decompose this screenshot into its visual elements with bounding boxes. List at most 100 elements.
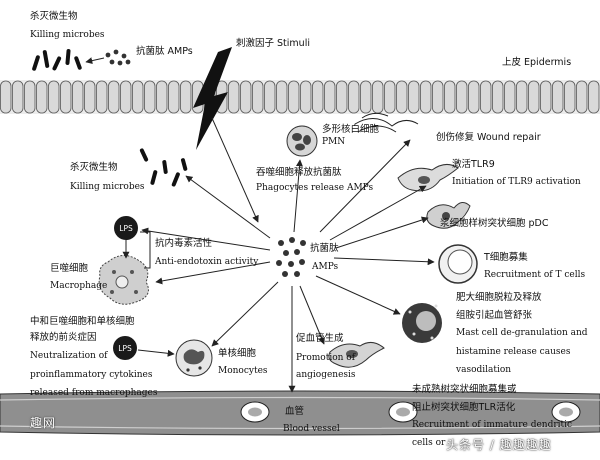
epidermis-cell bbox=[516, 80, 528, 114]
neutralization-en-line3: released from macrophages bbox=[30, 388, 158, 398]
arrow-center-to-pdc bbox=[335, 216, 429, 249]
epidermis-cell bbox=[156, 80, 168, 114]
lps-bottom-badge: LPS bbox=[113, 336, 137, 360]
macrophage-icon bbox=[98, 255, 149, 305]
red-blood-cell-2 bbox=[388, 401, 418, 423]
epidermis-cell bbox=[240, 80, 252, 114]
epidermis-cell bbox=[72, 80, 84, 114]
lightning-stimuli-icon bbox=[193, 47, 232, 150]
watermark-left: 趣网 bbox=[30, 416, 57, 430]
arrow-center-to-microbes bbox=[185, 175, 271, 239]
tcell-zh-label: T细胞募集 bbox=[484, 252, 528, 263]
tlr9-en-label: Initiation of TLR9 activation bbox=[452, 177, 581, 187]
blood-vessel-zh-label: 血管 bbox=[285, 406, 305, 417]
immature-dc-zh-line1: 未成熟树突状细胞募集或 bbox=[412, 384, 517, 395]
amp-dots-top-icon bbox=[105, 49, 131, 66]
arrow-amps-to-microbes-top bbox=[85, 57, 105, 65]
epidermis-cell bbox=[180, 80, 192, 114]
center-amps-zh-label: 抗菌肽 bbox=[310, 243, 339, 254]
epidermis-cell bbox=[312, 80, 324, 114]
epidermis-cell bbox=[168, 80, 180, 114]
arrow-center-to-tcell bbox=[333, 257, 435, 266]
immature-dc-zh-line2: 阻止树突状细胞TLR活化 bbox=[412, 402, 516, 413]
neutralization-en-line1: Neutralization of bbox=[30, 351, 108, 361]
arrow-center-to-angio bbox=[299, 285, 325, 345]
epidermis-cell bbox=[348, 80, 360, 114]
wound-repair-label: 创伤修复 Wound repair bbox=[436, 132, 541, 143]
epidermis-cell bbox=[384, 80, 396, 114]
macrophage-zh-label: 巨噬细胞 bbox=[50, 263, 89, 274]
monocyte-icon bbox=[175, 339, 213, 377]
blood-vessel-en-label: Blood vessel bbox=[283, 424, 340, 434]
epidermis-cell bbox=[576, 80, 588, 114]
epidermis-cell bbox=[432, 80, 444, 114]
arrow-anti-endotoxin-bracket bbox=[140, 231, 151, 269]
t-cell-icon bbox=[438, 244, 478, 284]
epidermis-cell bbox=[360, 80, 372, 114]
epidermis-cell bbox=[396, 80, 408, 114]
anti-endotoxin-en-label: Anti-endotoxin activity bbox=[155, 257, 259, 267]
epidermis-cell bbox=[504, 80, 516, 114]
macrophage-en-label: Macrophage bbox=[50, 281, 108, 291]
epidermis-cell bbox=[456, 80, 468, 114]
mast-cell-icon bbox=[402, 303, 442, 343]
epidermis-cell bbox=[36, 80, 48, 114]
epidermis-cell bbox=[144, 80, 156, 114]
kill-top-zh-label: 杀灭微生物 bbox=[30, 11, 78, 22]
epidermis-cell bbox=[24, 80, 36, 114]
epidermis-cell bbox=[420, 80, 432, 114]
tcell-en-label: Recruitment of T cells bbox=[484, 270, 586, 280]
center-amps-en-label: AMPs bbox=[312, 262, 339, 272]
epidermis-cell bbox=[336, 80, 348, 114]
epidermis-cell bbox=[468, 80, 480, 114]
epidermis-cell bbox=[120, 80, 132, 114]
red-blood-cell-1 bbox=[240, 401, 270, 423]
epidermis-cell bbox=[288, 80, 300, 114]
tlr9-cell-icon bbox=[397, 164, 459, 192]
angiogenesis-en-line2: angiogenesis bbox=[296, 370, 356, 380]
kill-mid-en-label: Killing microbes bbox=[70, 182, 145, 192]
arrow-center-to-monocyte bbox=[211, 281, 279, 347]
epidermis-cell bbox=[132, 80, 144, 114]
arrow-center-to-wound bbox=[319, 139, 411, 233]
epidermis-cell bbox=[60, 80, 72, 114]
arrow-center-to-tlr9 bbox=[329, 185, 427, 241]
stimuli-label: 刺激因子 Stimuli bbox=[236, 38, 310, 49]
epidermis-cell bbox=[108, 80, 120, 114]
neutralization-zh-line1: 中和巨噬细胞和单核细胞 bbox=[30, 316, 135, 327]
phagocytes-en-label: Phagocytes release AMPs bbox=[256, 183, 374, 193]
epidermis-cell bbox=[0, 80, 12, 114]
pmn-en-label: PMN bbox=[322, 137, 346, 147]
epidermis-layer bbox=[0, 80, 600, 114]
phagocytes-zh-label: 吞噬细胞释放抗菌肽 bbox=[256, 167, 342, 178]
arrows bbox=[85, 57, 435, 393]
neutralization-en-line2: proinflammatory cytokines bbox=[30, 370, 153, 380]
epidermis-cell bbox=[84, 80, 96, 114]
arrow-stimuli-to-epidermis bbox=[211, 117, 259, 223]
epidermis-cell bbox=[480, 80, 492, 114]
anti-endotoxin-zh-label: 抗内毒素活性 bbox=[155, 238, 213, 249]
arrow-center-to-pmn bbox=[293, 159, 303, 233]
epidermis-cell bbox=[492, 80, 504, 114]
lps-top-badge: LPS bbox=[114, 216, 138, 240]
angiogenesis-en-line1: Promotion of bbox=[296, 353, 356, 363]
epidermis-cell bbox=[48, 80, 60, 114]
pmn-cell-icon bbox=[286, 125, 318, 157]
epidermis-cell bbox=[540, 80, 552, 114]
arrow-center-to-lps-top bbox=[141, 227, 271, 251]
mast-en-line3: vasodilation bbox=[456, 365, 512, 375]
tlr9-zh-label: 激活TLR9 bbox=[452, 159, 495, 170]
arrow-lps-to-monocyte bbox=[137, 349, 175, 357]
center-amps-icon bbox=[276, 237, 306, 277]
arrow-center-to-mast bbox=[315, 275, 401, 315]
amps-top-label: 抗菌肽 AMPs bbox=[136, 46, 193, 57]
epidermis-cell bbox=[300, 80, 312, 114]
kill-mid-zh-label: 杀灭微生物 bbox=[70, 162, 118, 173]
epidermis-cell bbox=[324, 80, 336, 114]
lps-top-text: LPS bbox=[119, 224, 133, 233]
epidermis-cell bbox=[96, 80, 108, 114]
epidermis-cell bbox=[444, 80, 456, 114]
epidermis-cell bbox=[264, 80, 276, 114]
kill-top-en-label: Killing microbes bbox=[30, 30, 105, 40]
